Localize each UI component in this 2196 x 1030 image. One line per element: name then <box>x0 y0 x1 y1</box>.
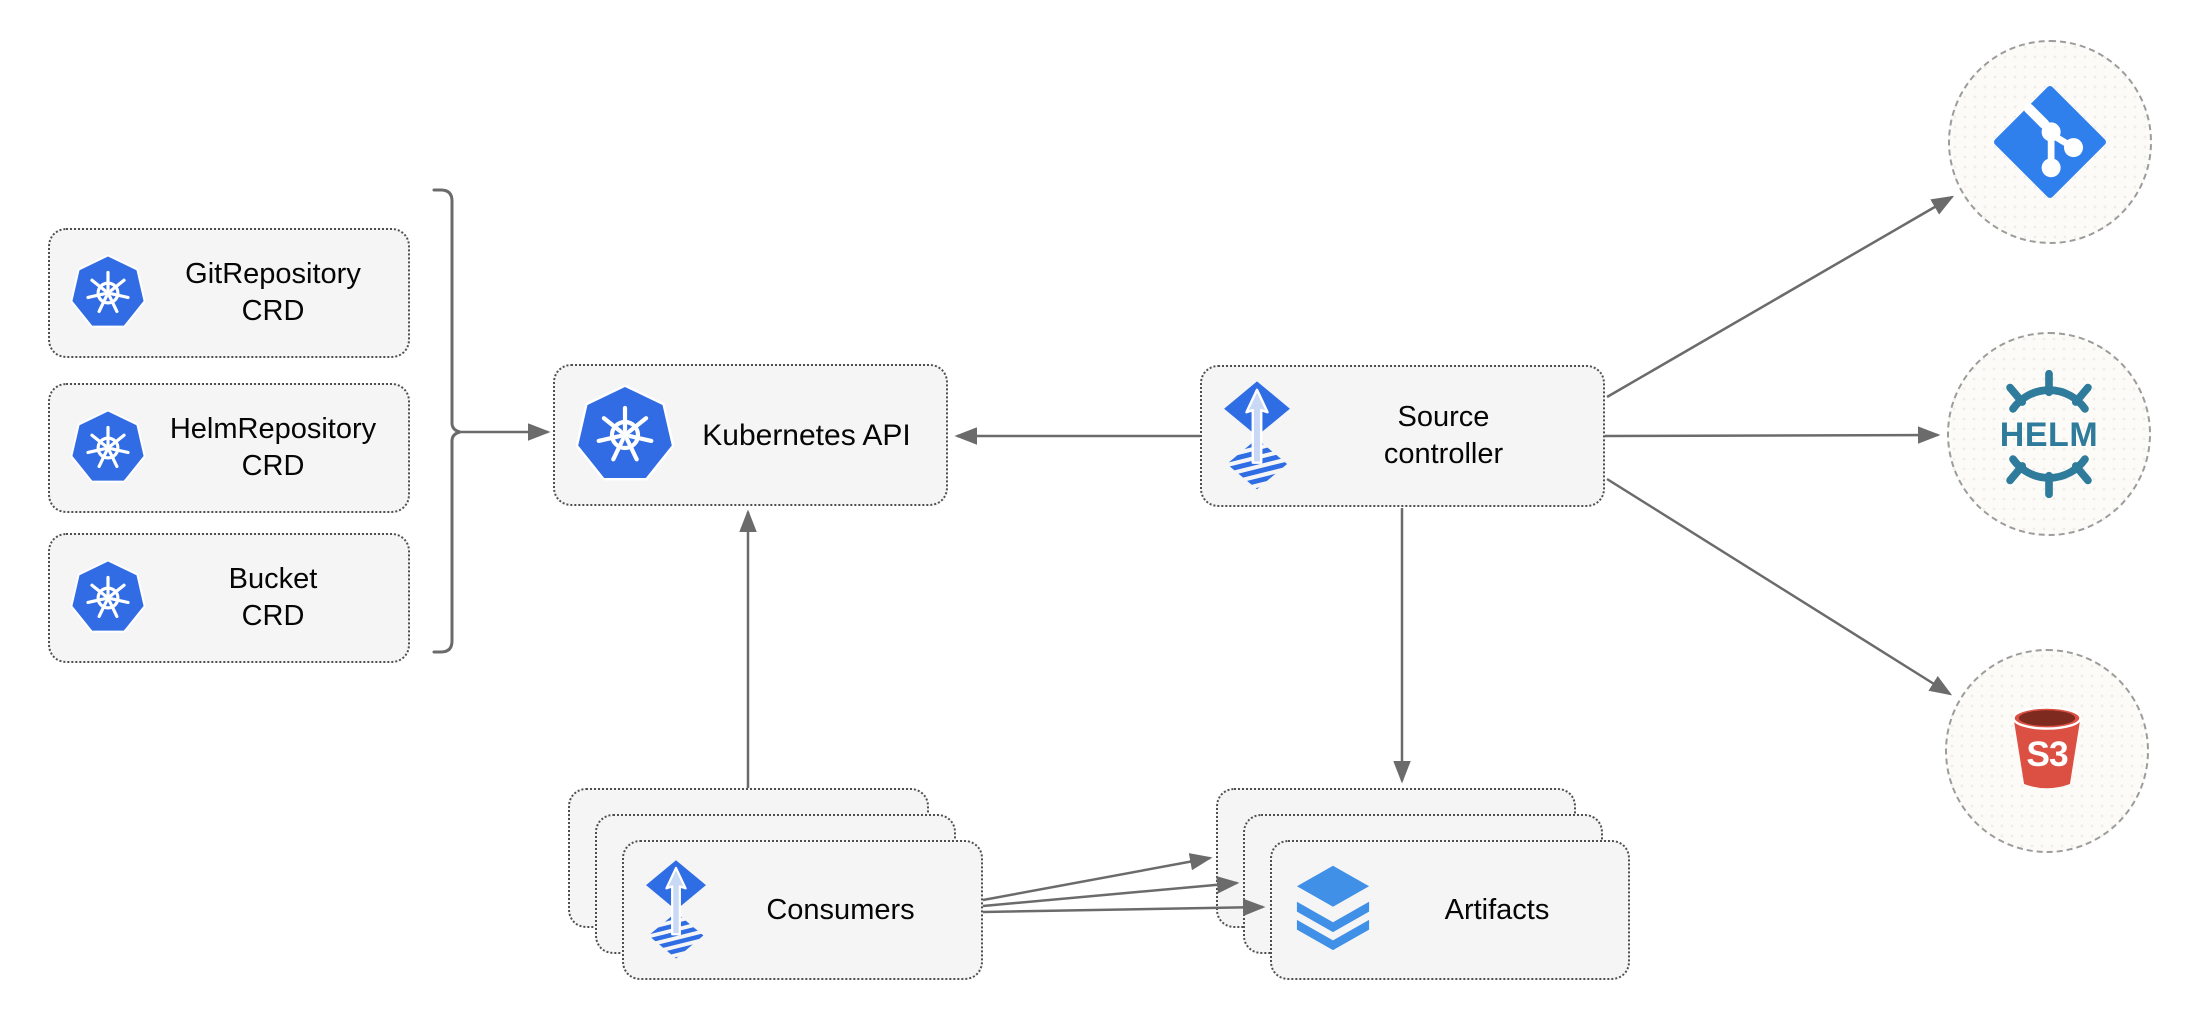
s3-wordmark: S3 <box>2026 734 2068 773</box>
source-controller-label: Source controller <box>1304 399 1583 473</box>
crd-gitrepository-node: GitRepository CRD <box>48 228 410 358</box>
consumers-label: Consumers <box>766 893 915 926</box>
arrow-consumers-to-artifacts-2 <box>982 876 1240 908</box>
kubernetes-icon <box>70 255 146 331</box>
crd-bucket-label: Bucket CRD <box>158 561 388 635</box>
helm-icon: HELM <box>2000 369 2099 499</box>
kubernetes-api-node: Kubernetes API <box>553 364 948 506</box>
crd-title: GitRepository <box>185 258 361 290</box>
source-controller-node: Source controller <box>1200 365 1605 507</box>
arrow-source-to-git <box>1606 195 1955 399</box>
arrow-source-to-s3 <box>1606 477 1953 696</box>
helm-wordmark: HELM <box>2000 416 2099 454</box>
kubernetes-icon <box>575 385 675 485</box>
arrow-source-to-helm <box>1604 426 1941 444</box>
flux-icon <box>644 859 708 961</box>
crd-subtitle: CRD <box>241 450 305 482</box>
flux-icon <box>1222 380 1292 492</box>
arrow-consumers-to-artifacts-1 <box>982 853 1213 902</box>
s3-source-circle: S3 <box>1945 649 2149 853</box>
crd-helmrepository-node: HelmRepository CRD <box>48 383 410 513</box>
source-controller-line2: controller <box>1383 438 1504 470</box>
crd-gitrepository-label: GitRepository CRD <box>158 256 388 330</box>
kubernetes-api-label: Kubernetes API <box>702 418 911 452</box>
source-controller-line1: Source <box>1397 401 1490 433</box>
kubernetes-icon <box>70 410 146 486</box>
crd-title: Bucket <box>228 563 318 595</box>
crd-helmrepository-label: HelmRepository CRD <box>158 411 388 485</box>
git-source-circle <box>1948 40 2152 244</box>
grouping-bracket <box>432 188 461 654</box>
crd-title: HelmRepository <box>169 413 377 445</box>
artifacts-label: Artifacts <box>1444 893 1550 926</box>
crd-bucket-node: Bucket CRD <box>48 533 410 663</box>
git-icon <box>1994 86 2106 198</box>
helm-source-circle: HELM <box>1947 332 2151 536</box>
consumers-node: Consumers <box>622 840 983 980</box>
layers-icon <box>1292 864 1374 956</box>
artifacts-node: Artifacts <box>1270 840 1630 980</box>
kubernetes-icon <box>70 560 146 636</box>
s3-bucket-icon: S3 <box>2012 705 2082 788</box>
crd-subtitle: CRD <box>241 295 305 327</box>
crd-subtitle: CRD <box>241 600 305 632</box>
